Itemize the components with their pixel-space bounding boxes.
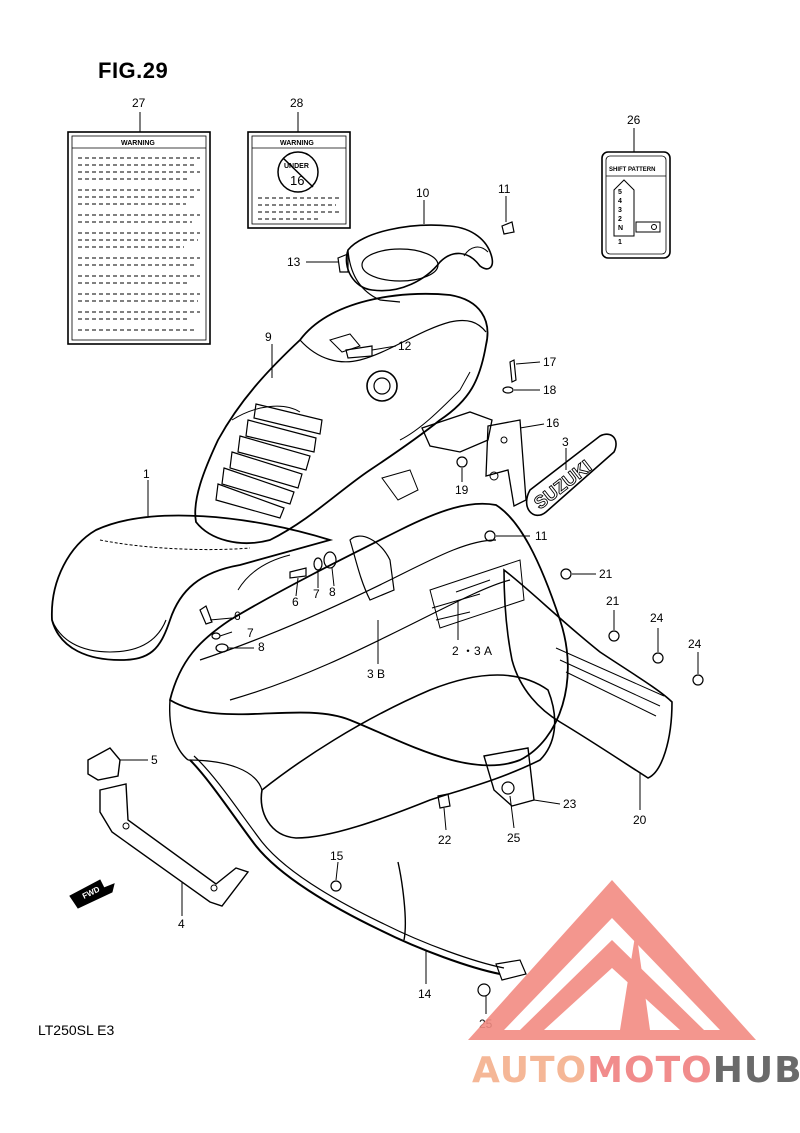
callout-13: 13 <box>287 255 301 269</box>
watermark-hub: HUB <box>713 1050 800 1091</box>
part-23-mud-flap <box>483 747 535 807</box>
callout-8b: 8 <box>258 640 265 654</box>
callout-22: 22 <box>438 833 452 847</box>
watermark-auto: AUTO <box>472 1050 587 1091</box>
part-9-tank-cover <box>194 292 489 544</box>
callout-3b: 3 B <box>367 667 385 681</box>
callout-2-3a: 2 ・3 A <box>452 644 492 658</box>
callout-10: 10 <box>416 186 430 200</box>
callout-7b: 7 <box>247 626 254 640</box>
label-28-age-text: UNDER <box>284 163 309 170</box>
callout-18: 18 <box>543 383 557 397</box>
part-5-clip <box>87 747 121 781</box>
leader-lines <box>120 112 699 1014</box>
warning-label-27 <box>67 131 211 345</box>
callout-21a: 21 <box>599 567 613 581</box>
part-4-bracket <box>99 783 250 907</box>
callout-11b: 11 <box>535 529 548 543</box>
callout-4: 4 <box>178 917 185 931</box>
part-10-cover <box>345 224 494 303</box>
figure-title: FIG.29 <box>98 58 169 83</box>
fwd-arrow-icon: FWD <box>69 879 115 909</box>
callout-3: 3 <box>562 435 569 449</box>
label-26-heading: SHIFT PATTERN <box>609 167 655 173</box>
shift-pattern-label-26 <box>601 151 671 259</box>
part-20-side-panel <box>503 568 673 779</box>
callout-17: 17 <box>543 355 557 369</box>
part-3-suzuki-emblem <box>525 433 617 517</box>
gear-1: 1 <box>618 239 622 246</box>
callout-numbers: 27 28 26 10 11 13 12 9 17 18 16 3 19 11 … <box>132 96 702 1031</box>
callout-15: 15 <box>330 849 344 863</box>
callout-23: 23 <box>563 797 577 811</box>
callout-11a: 11 <box>498 182 511 196</box>
gear-3: 3 <box>618 207 622 214</box>
watermark-moto: MOTO <box>587 1050 713 1091</box>
model-code: LT250SL E3 <box>38 1022 115 1038</box>
callout-14: 14 <box>418 987 432 1001</box>
callout-6b: 6 <box>234 609 241 623</box>
watermark-logo: AUTOMOTOHUB <box>468 880 800 1091</box>
part-1-front-fender <box>51 514 334 661</box>
label-28-age-number: 16 <box>290 173 304 188</box>
fasteners <box>199 221 704 997</box>
callout-9: 9 <box>265 330 272 344</box>
label-28-heading: WARNING <box>280 140 314 147</box>
part-16-bracket <box>421 411 527 507</box>
gear-n: N <box>618 225 623 232</box>
callout-26: 26 <box>627 113 641 127</box>
callout-6a: 6 <box>292 595 299 609</box>
callout-16: 16 <box>546 416 560 430</box>
callout-24a: 24 <box>650 611 664 625</box>
callout-19: 19 <box>455 483 469 497</box>
main-body-panel <box>168 469 569 839</box>
gear-5: 5 <box>618 189 622 196</box>
callout-12: 12 <box>398 339 412 353</box>
callout-27: 27 <box>132 96 146 110</box>
gear-2: 2 <box>618 216 622 223</box>
callout-1: 1 <box>143 467 150 481</box>
gear-4: 4 <box>618 198 622 205</box>
part-14-rod <box>189 755 527 981</box>
callout-24b: 24 <box>688 637 702 651</box>
callout-28: 28 <box>290 96 304 110</box>
callout-21b: 21 <box>606 594 620 608</box>
svg-text:AUTOMOTOHUB: AUTOMOTOHUB <box>472 1050 800 1091</box>
callout-5: 5 <box>151 753 158 767</box>
callout-7a: 7 <box>313 587 320 601</box>
label-27-heading: WARNING <box>121 140 155 147</box>
callout-8a: 8 <box>329 585 336 599</box>
callout-25a: 25 <box>507 831 521 845</box>
callout-20: 20 <box>633 813 647 827</box>
warning-label-28 <box>247 131 351 229</box>
